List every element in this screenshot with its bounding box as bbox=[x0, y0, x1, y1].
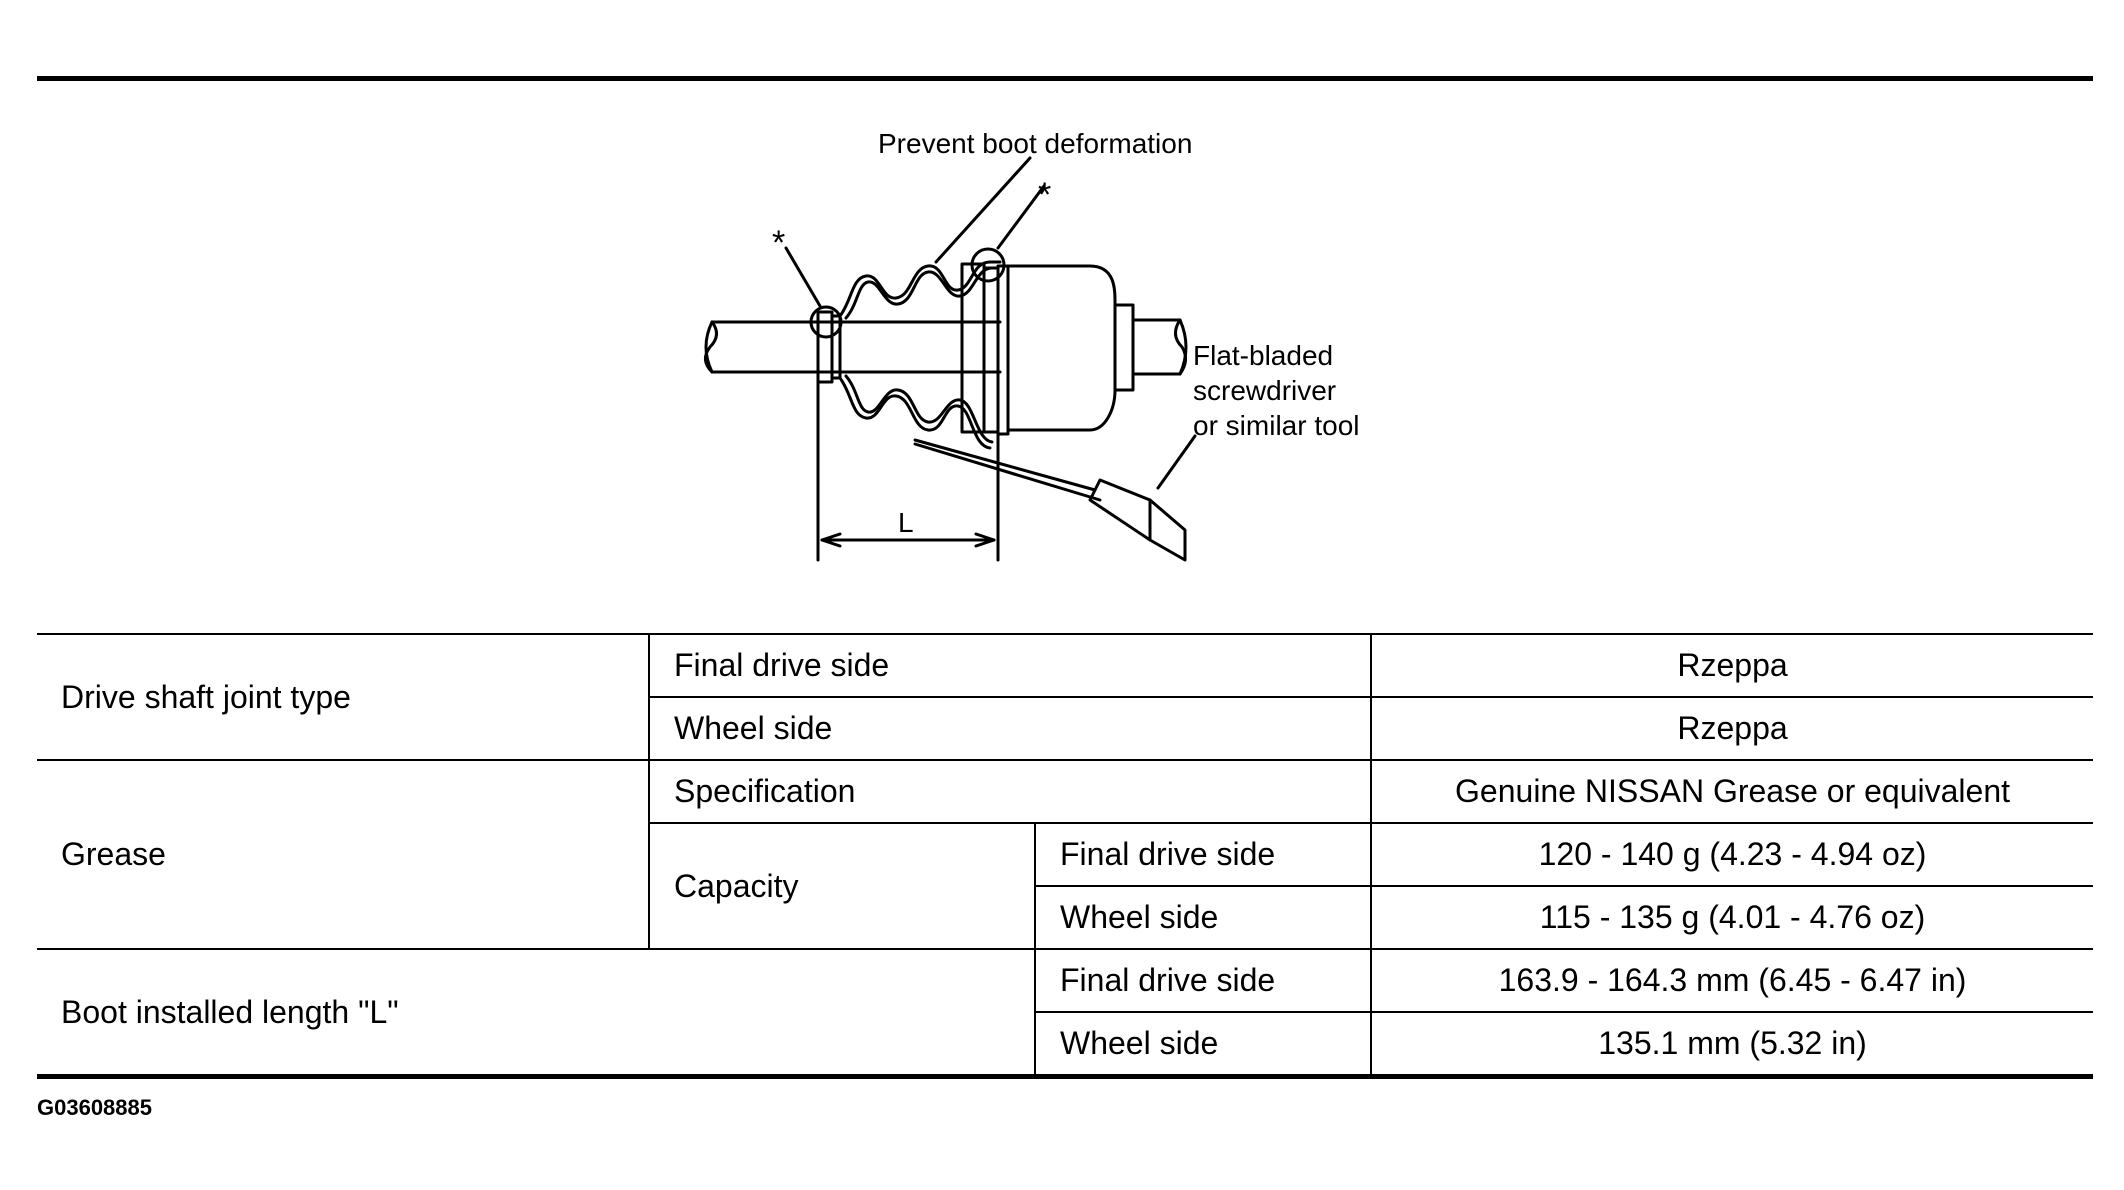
tool-label-line-1: Flat-bladed bbox=[1193, 340, 1334, 371]
capacity-final-drive-value: 120 - 140 g (4.23 - 4.94 oz) bbox=[1370, 822, 2094, 887]
joint-final-drive-label: Final drive side bbox=[647, 633, 1372, 698]
table-row: Grease Specification Genuine NISSAN Grea… bbox=[37, 759, 2094, 950]
drive-shaft-illustration bbox=[704, 156, 1197, 562]
grease-spec-value: Genuine NISSAN Grease or equivalent bbox=[1370, 759, 2094, 824]
boot-final-drive-value: 163.9 - 164.3 mm (6.45 - 6.47 in) bbox=[1370, 948, 2094, 1013]
grease-spec-label: Specification bbox=[647, 759, 1372, 824]
boot-final-drive-label: Final drive side bbox=[1033, 948, 1372, 1013]
asterisk-left: * bbox=[772, 224, 786, 262]
top-rule bbox=[37, 76, 2093, 81]
prevent-deformation-label: Prevent boot deformation bbox=[878, 128, 1193, 159]
joint-wheel-value: Rzeppa bbox=[1370, 696, 2094, 761]
table-row: Drive shaft joint type Final drive side … bbox=[37, 633, 2094, 761]
drive-shaft-spec-table: Drive shaft joint type Final drive side … bbox=[37, 633, 2094, 1079]
joint-final-drive-value: Rzeppa bbox=[1370, 633, 2094, 698]
grease-label: Grease bbox=[37, 759, 649, 950]
table-row: Wheel side 115 - 135 g (4.01 - 4.76 oz) bbox=[37, 885, 2094, 950]
capacity-wheel-label: Wheel side bbox=[1033, 885, 1372, 950]
asterisk-right: * bbox=[1038, 176, 1052, 214]
table-row: Boot installed length "L" Final drive si… bbox=[37, 948, 2094, 1079]
table-row: Wheel side 135.1 mm (5.32 in) bbox=[37, 1011, 2094, 1079]
tool-label-line-2: screwdriver bbox=[1193, 375, 1337, 406]
boot-installation-figure: Prevent boot deformation * * Flat-bladed… bbox=[704, 128, 1360, 562]
boot-wheel-label: Wheel side bbox=[1033, 1011, 1372, 1079]
length-label: L bbox=[898, 507, 914, 538]
tool-label-line-3: or similar tool bbox=[1193, 410, 1360, 441]
joint-type-label: Drive shaft joint type bbox=[37, 633, 649, 761]
boot-length-label: Boot installed length "L" bbox=[37, 948, 1035, 1079]
boot-wheel-value: 135.1 mm (5.32 in) bbox=[1370, 1011, 2094, 1079]
figure-code: G03608885 bbox=[37, 1095, 152, 1120]
joint-wheel-label: Wheel side bbox=[647, 696, 1372, 761]
capacity-final-drive-label: Final drive side bbox=[1033, 822, 1372, 887]
capacity-wheel-value: 115 - 135 g (4.01 - 4.76 oz) bbox=[1370, 885, 2094, 950]
table-row: Wheel side Rzeppa bbox=[37, 696, 2094, 761]
grease-capacity-label: Capacity bbox=[648, 822, 1035, 950]
table-row: Capacity Final drive side 120 - 140 g (4… bbox=[37, 822, 2094, 950]
